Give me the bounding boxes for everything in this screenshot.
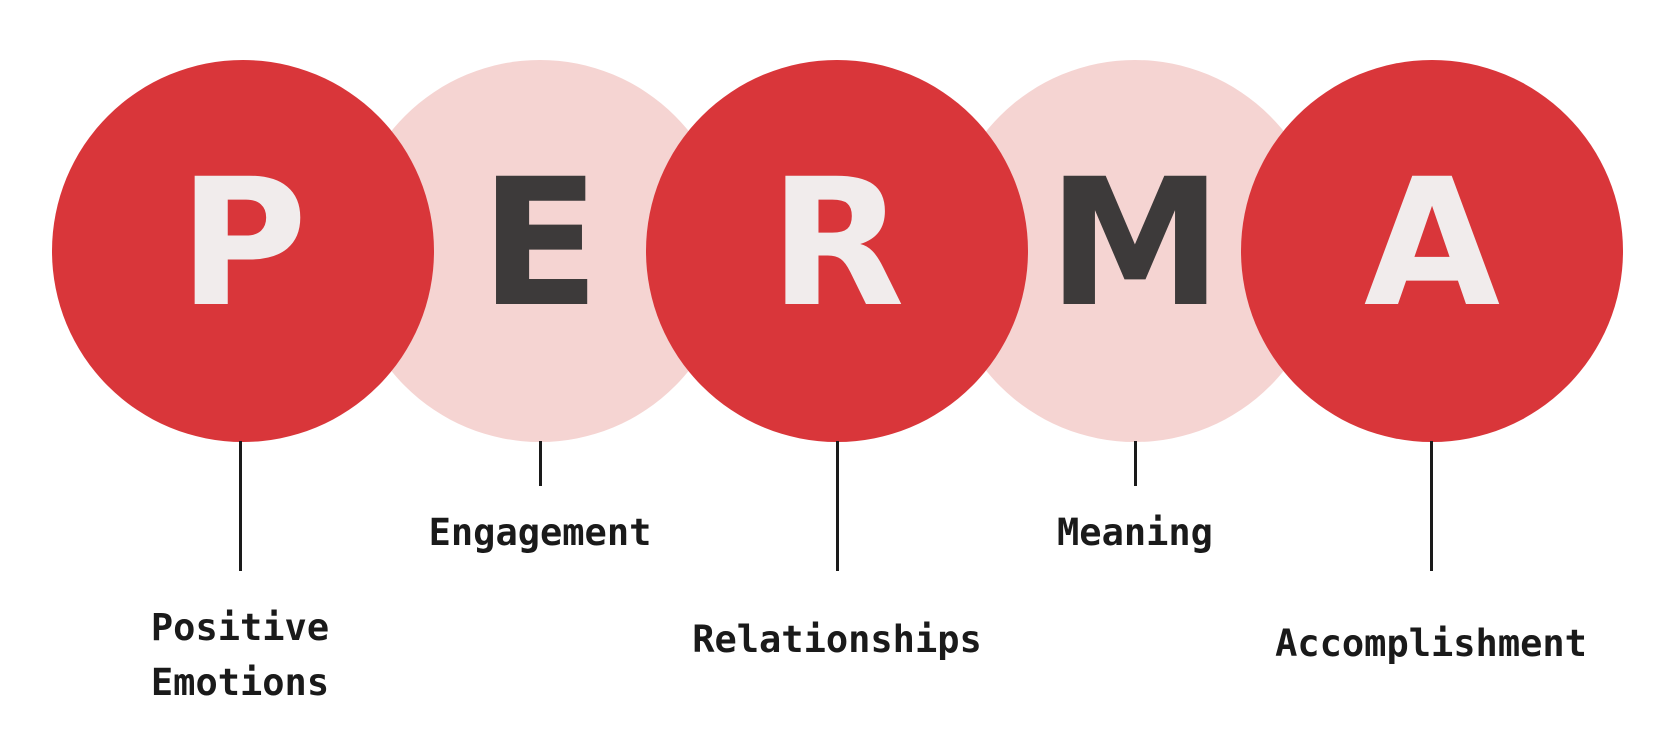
circle-accomplishment: A <box>1241 60 1623 442</box>
stem-engagement <box>539 441 542 486</box>
stem-accomplishment <box>1430 441 1433 571</box>
stem-positive-emotions <box>239 441 242 571</box>
stem-meaning <box>1134 441 1137 486</box>
stem-relationships <box>836 441 839 571</box>
label-meaning: Meaning <box>1057 511 1213 554</box>
label-accomplishment: Accomplishment <box>1275 622 1587 665</box>
letter-a: A <box>1363 141 1501 346</box>
letter-r: R <box>769 141 905 346</box>
circle-relationships: R <box>646 60 1028 442</box>
letter-e: E <box>479 141 601 346</box>
label-positive-emotions: Positive Emotions <box>150 606 330 704</box>
label-engagement: Engagement <box>428 511 652 554</box>
letter-m: M <box>1047 141 1223 346</box>
letter-p: P <box>178 141 308 346</box>
label-relationships: Relationships <box>692 618 982 661</box>
circle-positive-emotions: P <box>52 60 434 442</box>
